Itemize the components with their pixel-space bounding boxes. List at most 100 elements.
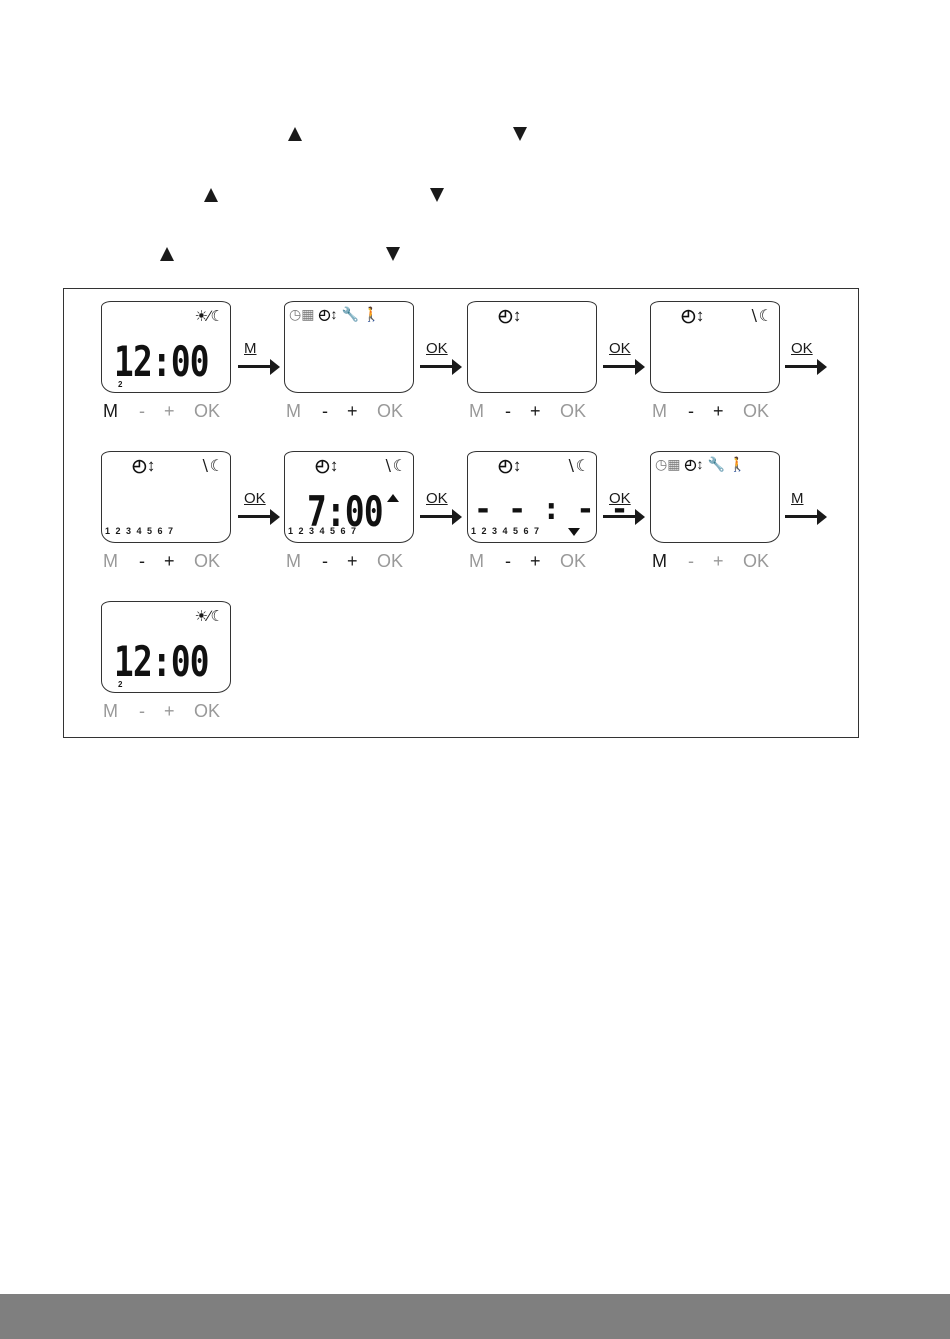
minus-button[interactable]: -: [139, 551, 145, 572]
clock-arrows-icon: ◴↕: [498, 456, 521, 476]
lcd-screen: ◴↕ ∖☾ 1 2 3 4 5 6 7: [101, 451, 231, 543]
up-triangle-icon: [204, 188, 218, 202]
m-button[interactable]: M: [286, 401, 301, 422]
lcd-step-5: ◴↕ ∖☾ 1 2 3 4 5 6 7 M - + OK: [101, 451, 233, 581]
button-row: M - + OK: [284, 401, 416, 423]
plus-button[interactable]: +: [347, 401, 358, 422]
wrench-icon: 🔧: [341, 306, 358, 322]
moon-icon: ∖☾: [382, 456, 407, 476]
day-index: 2: [118, 380, 122, 389]
lcd-screen: ◷▦ ◴↕ 🔧 🚶: [284, 301, 414, 393]
person-icon: 🚶: [363, 306, 380, 322]
minus-button[interactable]: -: [322, 401, 328, 422]
arrow-label: OK: [426, 340, 448, 357]
button-row: M - + OK: [650, 401, 782, 423]
ok-button[interactable]: OK: [194, 701, 220, 722]
plus-button[interactable]: +: [164, 551, 175, 572]
lcd-step-3: ◴↕ M - + OK: [467, 301, 599, 431]
button-row: M - + OK: [101, 701, 233, 723]
arrow-label: OK: [791, 340, 813, 357]
step-arrow: OK: [418, 340, 466, 376]
clock-arrows-icon: ◴↕: [681, 306, 704, 326]
step-arrow: OK: [601, 340, 649, 376]
lcd-screen: ◷▦ ◴↕ 🔧 🚶: [650, 451, 780, 543]
down-triangle-icon: [386, 247, 400, 261]
clock-arrows-icon: ◴↕: [315, 456, 338, 476]
lcd-step-4: ◴↕ ∖☾ M - + OK: [650, 301, 782, 431]
ok-button[interactable]: OK: [560, 401, 586, 422]
weekday-row: 1 2 3 4 5 6 7: [105, 526, 173, 536]
m-button[interactable]: M: [469, 551, 484, 572]
step-arrow: OK: [601, 490, 649, 526]
button-row: M - + OK: [101, 551, 233, 573]
sun-moon-icon: ☀∕☾: [195, 307, 224, 325]
plus-button[interactable]: +: [713, 401, 724, 422]
lcd-screen: ◴↕: [467, 301, 597, 393]
step-arrow: OK: [236, 490, 284, 526]
minus-button[interactable]: -: [139, 401, 145, 422]
button-row: M - + OK: [284, 551, 416, 573]
minus-button[interactable]: -: [322, 551, 328, 572]
ok-button[interactable]: OK: [194, 551, 220, 572]
step-arrow: OK: [418, 490, 466, 526]
plus-button[interactable]: +: [164, 701, 175, 722]
m-button[interactable]: M: [652, 401, 667, 422]
minus-button[interactable]: -: [139, 701, 145, 722]
day-index: 2: [118, 680, 122, 689]
moon-icon: ∖☾: [565, 456, 590, 476]
menu-icons: ◷▦ ◴↕ 🔧 🚶: [289, 306, 380, 323]
step-arrow: M: [783, 490, 831, 526]
plus-button[interactable]: +: [164, 401, 175, 422]
clock-arrows-icon: ◴↕: [318, 306, 337, 322]
moon-icon: ∖☾: [199, 456, 224, 476]
sun-moon-icon: ☀∕☾: [195, 607, 224, 625]
plus-button[interactable]: +: [530, 401, 541, 422]
ok-button[interactable]: OK: [377, 401, 403, 422]
lcd-screen: ◴↕ ∖☾: [650, 301, 780, 393]
weekday-row: 1 2 3 4 5 6 7: [288, 526, 356, 536]
ok-button[interactable]: OK: [377, 551, 403, 572]
button-row: M - + OK: [467, 401, 599, 423]
lcd-step-7: ◴↕ ∖☾ - - : - - 1 2 3 4 5 6 7 M - + OK: [467, 451, 599, 581]
ok-button[interactable]: OK: [194, 401, 220, 422]
m-button[interactable]: M: [286, 551, 301, 572]
minus-button[interactable]: -: [505, 401, 511, 422]
clock-arrows-icon: ◴↕: [132, 456, 155, 476]
up-triangle-icon: [160, 247, 174, 261]
m-button[interactable]: M: [103, 551, 118, 572]
time-display: 12:00: [114, 640, 209, 684]
minus-button[interactable]: -: [505, 551, 511, 572]
ok-button[interactable]: OK: [743, 551, 769, 572]
minus-button[interactable]: -: [688, 401, 694, 422]
plus-button[interactable]: +: [347, 551, 358, 572]
arrow-label: OK: [244, 490, 266, 507]
m-button[interactable]: M: [469, 401, 484, 422]
arrow-label: M: [244, 340, 257, 357]
plus-button[interactable]: +: [530, 551, 541, 572]
minus-button[interactable]: -: [688, 551, 694, 572]
ok-button[interactable]: OK: [560, 551, 586, 572]
weekday-row: 1 2 3 4 5 6 7: [471, 526, 539, 536]
footer-bar: [0, 1294, 950, 1339]
lcd-step-2: ◷▦ ◴↕ 🔧 🚶 M - + OK: [284, 301, 416, 431]
button-row: M - + OK: [467, 551, 599, 573]
up-triangle-icon: [288, 127, 302, 141]
lcd-step-8: ◷▦ ◴↕ 🔧 🚶 M - + OK: [650, 451, 782, 581]
lcd-screen: ☀∕☾ 12:00 2: [101, 301, 231, 393]
calendar-clock-icon: ◷▦: [289, 306, 314, 322]
lcd-screen: ◴↕ ∖☾ 7:00 1 2 3 4 5 6 7: [284, 451, 414, 543]
m-button[interactable]: M: [103, 401, 118, 422]
menu-icons: ◷▦ ◴↕ 🔧 🚶: [655, 456, 746, 473]
m-button[interactable]: M: [103, 701, 118, 722]
arrow-label: OK: [426, 490, 448, 507]
up-triangle-icon: [387, 494, 399, 502]
m-button[interactable]: M: [652, 551, 667, 572]
procedure-diagram: ☀∕☾ 12:00 2 M - + OK M ◷▦ ◴↕ 🔧 🚶 M - + O: [63, 288, 859, 738]
plus-button[interactable]: +: [713, 551, 724, 572]
lcd-screen: ◴↕ ∖☾ - - : - - 1 2 3 4 5 6 7: [467, 451, 597, 543]
arrow-label: M: [791, 490, 804, 507]
lcd-screen: ☀∕☾ 12:00 2: [101, 601, 231, 693]
clock-arrows-icon: ◴↕: [498, 306, 521, 326]
ok-button[interactable]: OK: [743, 401, 769, 422]
down-triangle-icon: [568, 528, 580, 536]
